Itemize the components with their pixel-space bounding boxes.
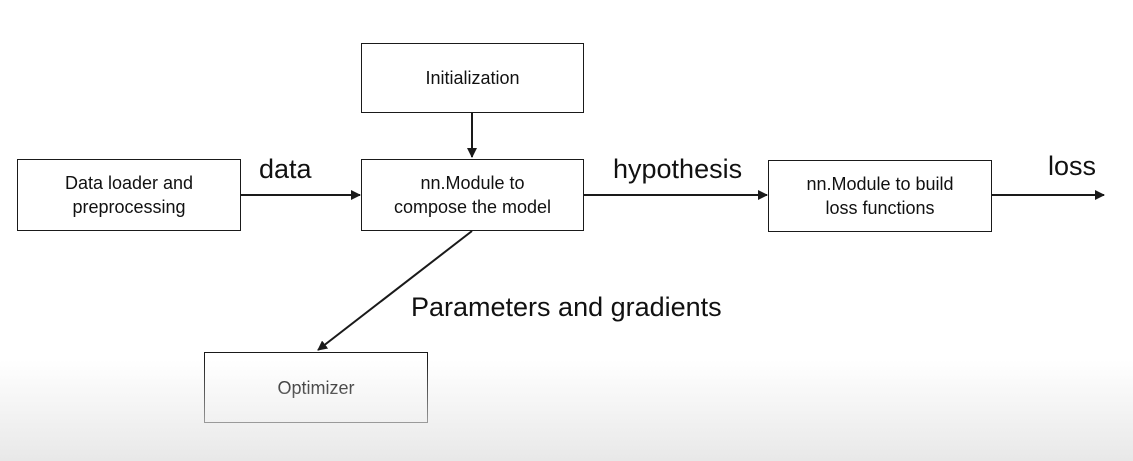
data-edge-label: data <box>259 154 312 184</box>
loss-module-label: nn.Module to build loss functions <box>806 174 954 218</box>
model-box: nn.Module to compose the model <box>361 159 584 231</box>
params-arrow <box>317 230 473 351</box>
loss-edge-label: loss <box>1048 151 1097 181</box>
loss-module-box: nn.Module to build loss functions <box>768 160 992 232</box>
params-edge-label: Parameters and gradients <box>411 292 722 322</box>
model-label: nn.Module to compose the model <box>393 173 552 217</box>
data-loader-label: Data loader and preprocessing <box>64 173 194 217</box>
data-loader-box: Data loader and preprocessing <box>17 159 241 231</box>
optimizer-label: Optimizer <box>277 377 355 398</box>
hypothesis-edge-label: hypothesis <box>613 154 743 184</box>
initialization-box: Initialization <box>361 43 584 113</box>
initialization-label: Initialization <box>425 68 520 88</box>
optimizer-box: Optimizer <box>204 352 428 423</box>
